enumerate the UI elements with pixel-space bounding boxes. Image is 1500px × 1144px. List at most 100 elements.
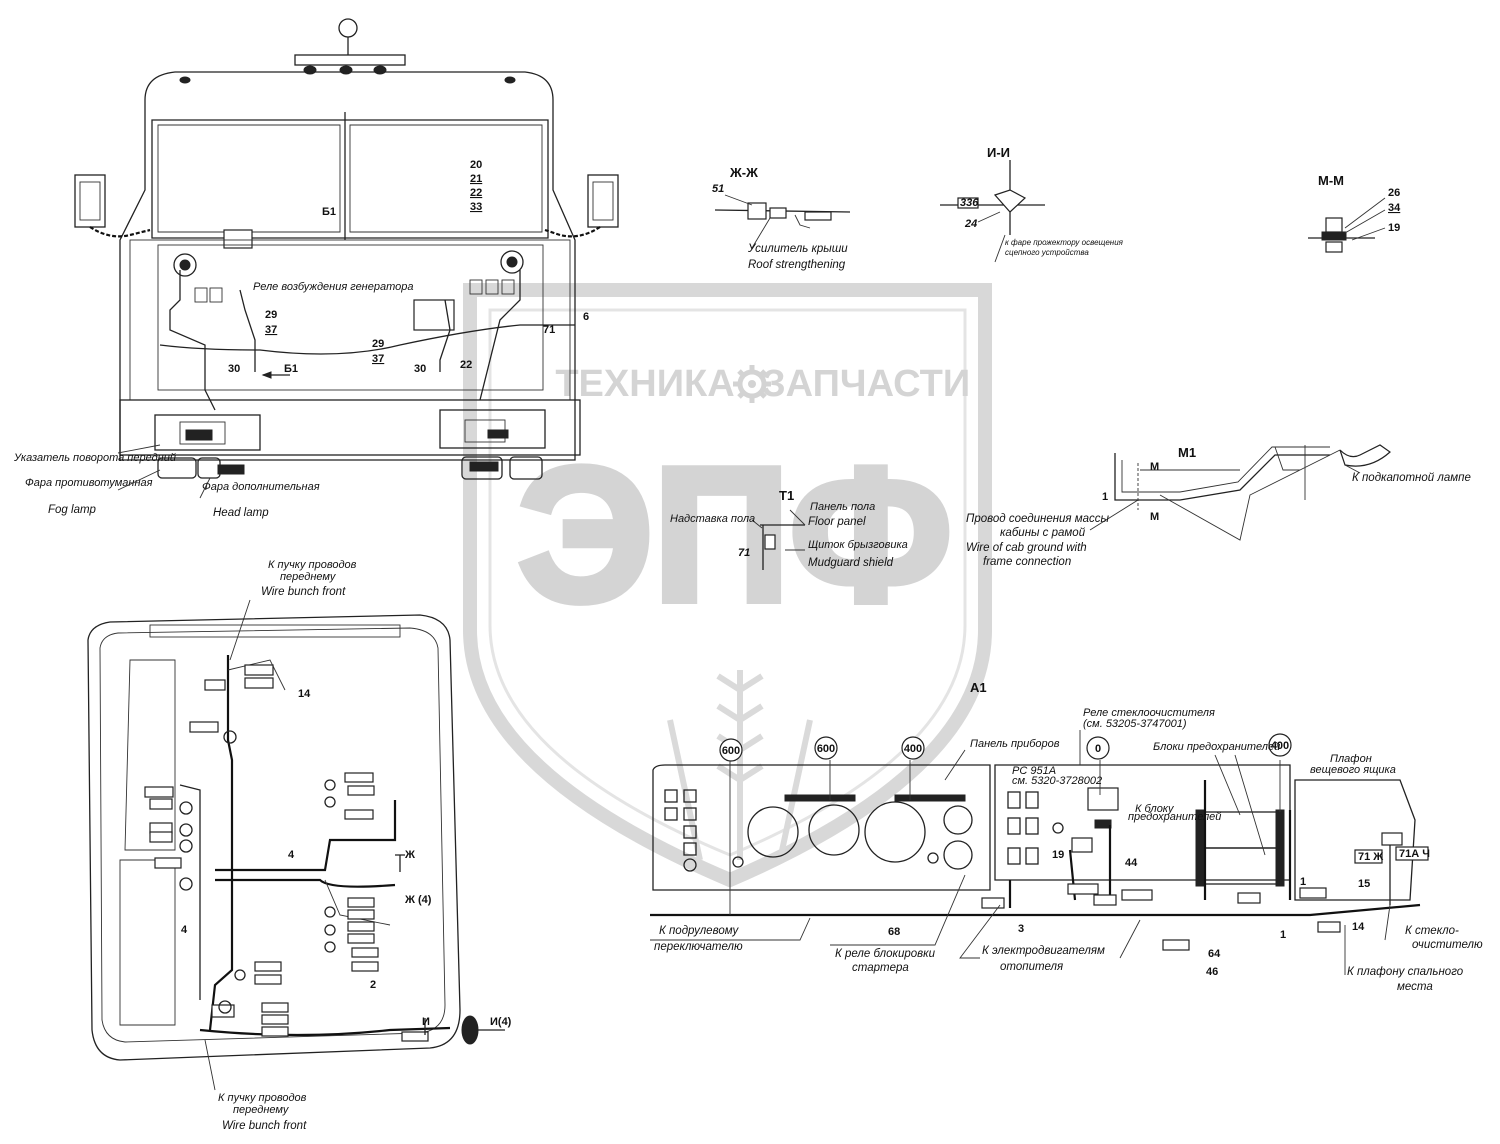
tag-71-zh: 71 Ж: [1358, 851, 1383, 863]
wiper-label-2: очистителю: [1412, 939, 1483, 951]
cab-top-view: К пучку проводов переднему Wire bunch fr…: [87, 559, 512, 1132]
floor-extension-label: Надставка пола: [670, 513, 755, 525]
top-callout-14: 14: [298, 688, 311, 700]
section-i-i: И-И 336 24 к фаре прожектору освещения с…: [940, 145, 1123, 263]
dash-callout-68: 68: [888, 926, 900, 938]
view-m1-callout-1: 1: [1102, 491, 1108, 503]
callout-6: 6: [583, 311, 589, 323]
hood-lamp-label: К подкапотной лампе: [1352, 472, 1471, 484]
dash-callout-19: 19: [1052, 849, 1064, 861]
section-i-callout-336: 336: [960, 197, 979, 209]
dash-callout-1-bottom: 1: [1280, 929, 1286, 941]
plate-0: 0: [1095, 743, 1101, 755]
top-callout-4-right: 4: [288, 849, 295, 861]
head-lamp-ru-label: Фара дополнительная: [202, 481, 320, 493]
section-m-callout-19: 19: [1388, 222, 1400, 234]
heater-motors-label-2: отопителя: [1000, 961, 1063, 973]
view-m1: М1 М М 1 К подкапотной лампе Провод соед…: [966, 444, 1471, 568]
callout-20: 20: [470, 159, 482, 171]
bunch-bottom-en: Wire bunch front: [222, 1120, 307, 1132]
section-i-callout-24: 24: [964, 218, 977, 230]
fog-lamps: [157, 456, 543, 480]
bunch-front-en: Wire bunch front: [261, 586, 346, 598]
starter-relay-label-1: К реле блокировки: [835, 948, 936, 960]
callout-33: 33: [470, 201, 482, 213]
callout-71: 71: [543, 324, 555, 336]
callout-22-bottom: 22: [460, 359, 472, 371]
floor-panel-ru: Панель пола: [810, 501, 875, 513]
callout-37-right: 37: [372, 353, 384, 365]
glovebox-lamp-label-2: вещевого ящика: [1310, 764, 1396, 776]
callout-b1-arrow: Б1: [284, 363, 298, 375]
ground-wire-en-1: Wire of cab ground with: [966, 542, 1087, 554]
starter-relay-label-2: стартера: [852, 962, 909, 974]
callout-21: 21: [470, 173, 482, 185]
floor-panel-en: Floor panel: [808, 516, 866, 528]
left-mirror: [74, 174, 151, 238]
fuse-block-label: Блоки предохранителей: [1153, 741, 1280, 753]
head-lamp-en-label: Head lamp: [213, 507, 269, 519]
dash-callout-15: 15: [1358, 878, 1370, 890]
bunch-front-ru-1: К пучку проводов: [268, 559, 357, 571]
to-fuse-label-1: К блоку: [1135, 803, 1175, 815]
top-mark-i4: И(4): [490, 1016, 512, 1028]
tag-71a-ch: 71А Ч: [1399, 848, 1430, 860]
wiper-label-1: К стекло-: [1405, 925, 1459, 937]
dashboard-circled-labels: 600 600 400 0 400: [719, 733, 1292, 762]
fog-lamp-ru-label: Фара противотуманная: [25, 477, 153, 489]
heater-motors-label-1: К электродвигателям: [982, 945, 1105, 957]
view-m1-mark-m-bottom: М: [1150, 511, 1159, 523]
watermark: ТЕХНИКА ЗАПЧАСТИ ЭПФ: [463, 283, 992, 888]
right-mirror: [544, 174, 619, 238]
rs951a-label-1: РС 951А: [1012, 765, 1056, 777]
gear-icon: [733, 365, 771, 403]
plate-600-left: 600: [722, 745, 740, 757]
ground-wire-ru-2: кабины с рамой: [1000, 527, 1086, 539]
dash-callout-3: 3: [1018, 923, 1024, 935]
dash-callout-1-top: 1: [1300, 876, 1306, 888]
mudguard-en: Mudguard shield: [808, 557, 894, 569]
callout-30-right: 30: [414, 363, 426, 375]
cab-front-view: 20 21 22 33 Б1 Реле возбуждения генерато…: [13, 18, 619, 519]
view-t1: Т1 71 Надставка пола Панель пола Floor p…: [670, 488, 908, 570]
to-fuse-label-2: предохранителей: [1128, 811, 1221, 823]
view-m1-title: М1: [1178, 445, 1196, 460]
top-callout-2: 2: [370, 979, 376, 991]
dashboard-title: А1: [970, 680, 987, 695]
callout-30-left: 30: [228, 363, 240, 375]
dash-callout-44: 44: [1125, 857, 1138, 869]
roof-strengthening-ru: Усилитель крыши: [747, 243, 848, 255]
bunch-bottom-ru-2: переднему: [233, 1104, 290, 1116]
view-t1-callout-71: 71: [738, 547, 750, 559]
view-m1-mark-m-top: М: [1150, 461, 1159, 473]
section-i-note: к фаре прожектору освещения сцепного уст…: [1005, 238, 1123, 257]
rs951a-label-2: см. 5320-3728002: [1012, 775, 1102, 787]
dash-callout-64: 64: [1208, 948, 1221, 960]
watermark-right-word: ЗАПЧАСТИ: [762, 363, 970, 405]
instrument-panel-label: Панель приборов: [970, 738, 1060, 750]
section-m-callout-26: 26: [1388, 187, 1400, 199]
section-zh-zh: Ж-Ж 51 Усилитель крыши Roof strengthenin…: [712, 165, 851, 271]
plate-400-left: 400: [904, 743, 922, 755]
bunch-bottom-ru-1: К пучку проводов: [218, 1092, 307, 1104]
plate-400-right: 400: [1271, 740, 1289, 752]
dash-callout-14: 14: [1352, 921, 1365, 933]
glovebox-lamp-label-1: Плафон: [1330, 753, 1372, 765]
plate-600-right: 600: [817, 743, 835, 755]
dashboard-view: А1: [650, 680, 1483, 993]
bunch-front-ru-2: переднему: [280, 571, 337, 583]
top-mark-zh4: Ж (4): [404, 894, 432, 906]
section-zh-title: Ж-Ж: [729, 165, 758, 180]
top-mark-i: И: [422, 1016, 430, 1028]
callout-29-left: 29: [265, 309, 277, 321]
steering-switch-label-1: К подрулевому: [659, 925, 739, 937]
section-m-m: М-М 26 34 19: [1308, 173, 1401, 253]
section-i-title: И-И: [987, 145, 1010, 160]
wiper-relay-label-1: Реле стеклоочистителя: [1083, 707, 1215, 719]
turn-signal-label: Указатель поворота передний: [13, 452, 176, 464]
sleeper-lamp-label-2: места: [1397, 981, 1433, 993]
section-zh-callout: 51: [712, 183, 724, 195]
watermark-logo-letters: ЭПФ: [518, 429, 952, 641]
roof-strengthening-en: Roof strengthening: [748, 259, 846, 271]
